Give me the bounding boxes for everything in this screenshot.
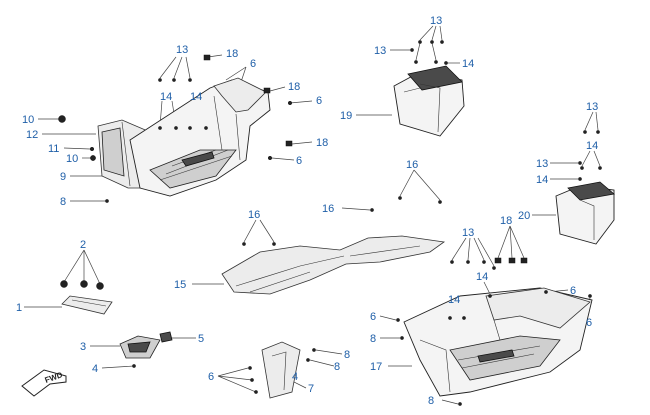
callout-c12: 9 (60, 171, 66, 183)
callout-c31: 3 (80, 341, 86, 353)
callout-c16: 13 (430, 15, 442, 27)
callout-c26: 16 (322, 203, 334, 215)
callout-c32: 5 (198, 333, 204, 345)
callout-c14: 6 (296, 155, 302, 167)
callout-c41: 14 (448, 294, 460, 306)
callout-c17: 13 (374, 45, 386, 57)
seat-base-19 (393, 65, 465, 137)
seat-base-20 (555, 181, 615, 245)
callout-c40: 18 (500, 215, 512, 227)
callout-c27: 16 (248, 209, 260, 221)
callout-c7: 6 (316, 95, 322, 107)
callout-c19: 19 (340, 110, 352, 122)
callout-c33: 4 (92, 363, 98, 375)
callout-c20: 13 (586, 101, 598, 113)
callout-c39: 13 (462, 227, 474, 239)
callout-c30: 1 (16, 302, 22, 314)
callout-c18: 14 (462, 58, 474, 70)
callout-c34: 6 (208, 371, 214, 383)
callout-c35: 4 (292, 371, 298, 383)
callout-c2: 18 (226, 48, 238, 60)
callout-c28: 15 (174, 279, 186, 291)
callout-c15: 8 (60, 196, 66, 208)
callout-c13: 18 (316, 137, 328, 149)
callout-c5: 14 (190, 91, 202, 103)
callout-c37: 8 (334, 361, 340, 373)
callout-c25: 16 (406, 159, 418, 171)
center-floor-panel (221, 235, 446, 295)
callout-c29: 2 (80, 239, 86, 251)
callout-c44: 6 (586, 317, 592, 329)
callout-c46: 8 (370, 333, 376, 345)
callout-c47: 17 (370, 361, 382, 373)
forward-arrow-icon: FWD (21, 369, 67, 397)
callout-c24: 20 (518, 210, 530, 222)
callout-c4: 14 (160, 91, 172, 103)
callout-c3: 6 (250, 58, 256, 70)
right-footwell-body (403, 287, 593, 397)
callout-c10: 11 (48, 143, 59, 155)
callout-c45: 6 (370, 311, 376, 323)
callout-c48: 8 (428, 395, 434, 407)
left-footwell-body (129, 77, 271, 197)
clip-5 (159, 331, 173, 343)
fasteners (58, 40, 602, 406)
callout-c1: 13 (176, 44, 188, 56)
callout-labels: 13 18 6 14 14 18 6 10 12 11 10 9 18 6 8 … (16, 15, 598, 407)
callout-c9: 12 (26, 129, 38, 141)
callout-c23: 14 (536, 174, 548, 186)
callout-c8: 10 (22, 114, 34, 126)
callout-c11: 10 (66, 153, 78, 165)
callout-c38: 7 (308, 383, 314, 395)
callout-c6: 18 (288, 81, 300, 93)
callout-c22: 14 (586, 140, 598, 152)
mount-plate-1 (61, 295, 113, 315)
callout-c36: 8 (344, 349, 350, 361)
guard-3 (119, 335, 161, 359)
leader-lines (24, 25, 601, 405)
callout-c21: 13 (536, 158, 548, 170)
callout-c43: 6 (570, 285, 576, 297)
bracket-7 (261, 341, 301, 399)
callout-c42: 14 (476, 271, 488, 283)
